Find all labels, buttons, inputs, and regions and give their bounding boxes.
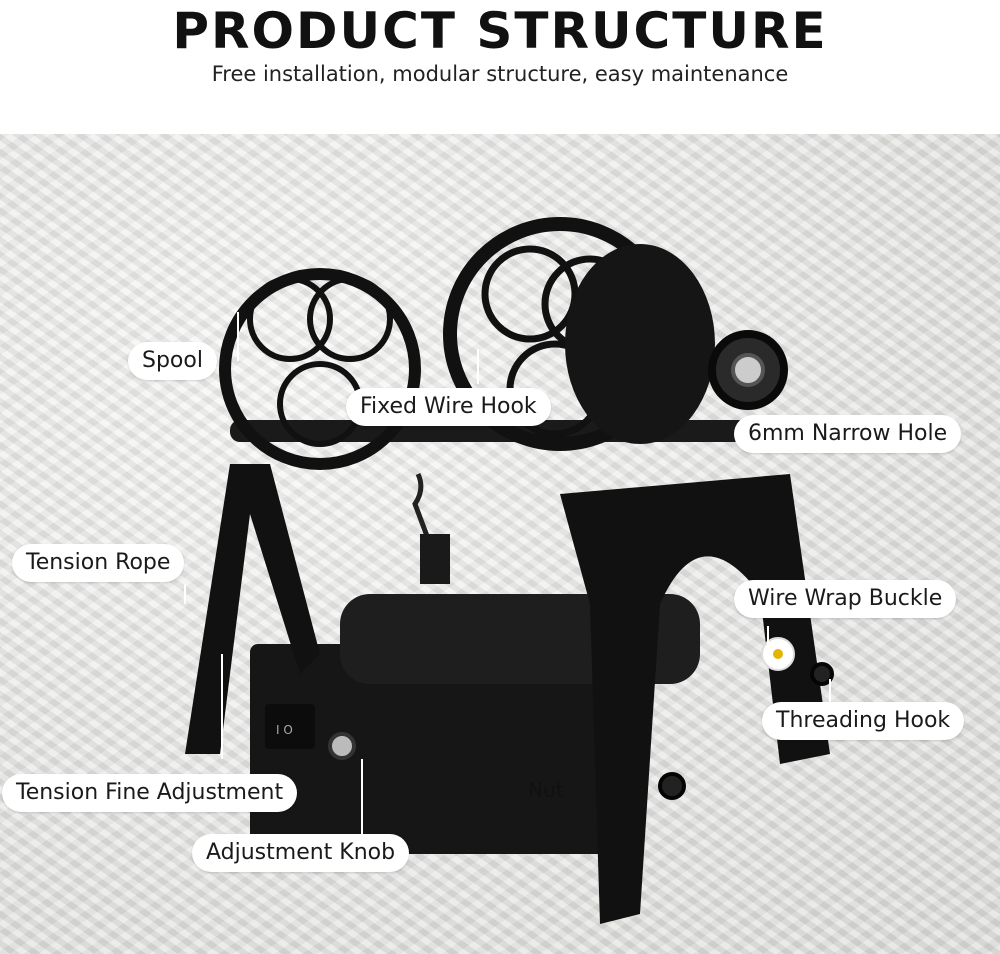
right-stand [560, 474, 830, 924]
left-spool-wheel [219, 268, 421, 470]
leader-lines [184, 312, 831, 834]
label-threading-hook: Threading Hook [762, 702, 965, 740]
page-title: PRODUCT STRUCTURE [172, 2, 828, 60]
power-switch-marking: I O [276, 723, 293, 737]
label-tension-fine-adjustment: Tension Fine Adjustment [2, 774, 298, 812]
header: PRODUCT STRUCTURE Free installation, mod… [0, 0, 1000, 134]
label-wire-wrap-buckle: Wire Wrap Buckle [734, 580, 957, 618]
label-6mm-narrow-hole: 6mm Narrow Hole [734, 415, 962, 453]
drum [565, 244, 715, 444]
label-adjustment-knob: Adjustment Knob [192, 834, 410, 872]
label-spool: Spool [128, 342, 217, 380]
page-subtitle: Free installation, modular structure, ea… [211, 62, 789, 86]
product-photo: I O [0, 134, 1000, 954]
label-tension-rope: Tension Rope [12, 544, 185, 582]
label-nut: Nut [528, 778, 564, 802]
left-stand [185, 464, 320, 754]
label-fixed-wire-hook: Fixed Wire Hook [346, 388, 551, 426]
adjustment-knob-shape [328, 732, 356, 760]
